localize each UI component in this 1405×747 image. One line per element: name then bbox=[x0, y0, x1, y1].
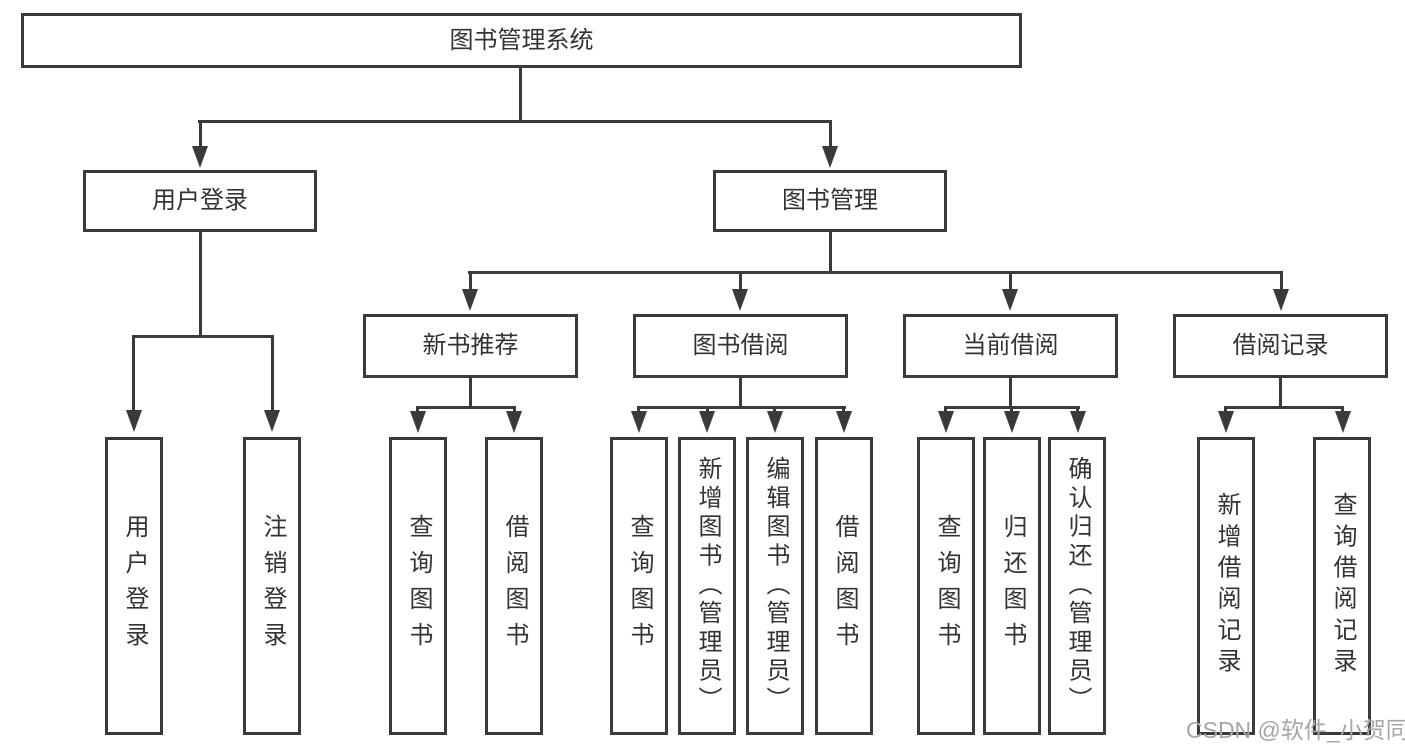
connector-stem bbox=[1010, 406, 1013, 414]
node-user-login: 用户登录 bbox=[83, 170, 317, 232]
leaf-logout: 注销登录 bbox=[243, 437, 301, 735]
node-book-management: 图书管理 bbox=[713, 170, 947, 232]
connector-stem bbox=[842, 406, 845, 414]
node-new-book-recommend-label: 新书推荐 bbox=[422, 332, 519, 359]
leaf-bb-borrow-books-label: 借阅图书 bbox=[831, 514, 858, 658]
node-root-label: 图书管理系统 bbox=[449, 26, 594, 54]
arrow-down-icon bbox=[699, 411, 715, 433]
connector-stem bbox=[944, 406, 947, 414]
node-borrow-records: 借阅记录 bbox=[1173, 314, 1388, 378]
leaf-bb-query-books: 查询图书 bbox=[610, 437, 668, 735]
leaf-user-login: 用户登录 bbox=[105, 437, 163, 735]
connector-stem bbox=[773, 406, 776, 414]
connector-bb-drop bbox=[739, 378, 742, 408]
leaf-cb-confirm-return-admin-label: 确认归还（管理员） bbox=[1064, 456, 1091, 716]
leaf-cb-confirm-return-admin: 确认归还（管理员） bbox=[1048, 437, 1106, 735]
leaf-nb-borrow-books-label: 借阅图书 bbox=[501, 514, 528, 658]
leaf-bb-edit-books-admin: 编辑图书（管理员） bbox=[746, 437, 804, 735]
connector-level2-bar bbox=[198, 120, 832, 123]
arrow-down-icon bbox=[410, 411, 426, 433]
arrow-down-icon bbox=[1335, 411, 1351, 433]
arrow-down-icon bbox=[767, 411, 783, 433]
connector-level3-bar bbox=[468, 271, 1283, 274]
connector-root-drop bbox=[519, 68, 522, 122]
connector-user-login-bar bbox=[132, 335, 274, 338]
arrow-down-icon bbox=[1218, 411, 1234, 433]
leaf-bb-borrow-books: 借阅图书 bbox=[815, 437, 873, 735]
node-current-borrow-label: 当前借阅 bbox=[962, 332, 1059, 359]
leaf-user-login-label: 用户登录 bbox=[121, 514, 148, 658]
connector-br-bar bbox=[1224, 406, 1344, 409]
arrow-down-icon bbox=[836, 411, 852, 433]
arrow-down-icon bbox=[1004, 411, 1020, 433]
connector-nb-bar bbox=[416, 406, 516, 409]
connector-stem bbox=[829, 120, 832, 148]
node-user-login-label: 用户登录 bbox=[152, 187, 248, 214]
leaf-cb-return-books-label: 归还图书 bbox=[999, 514, 1026, 658]
arrow-down-icon bbox=[732, 289, 748, 311]
arrow-down-icon bbox=[1273, 289, 1289, 311]
leaf-cb-return-books: 归还图书 bbox=[983, 437, 1041, 735]
node-book-borrow-label: 图书借阅 bbox=[692, 332, 789, 359]
connector-stem bbox=[706, 406, 709, 414]
watermark: CSDN @软件_小贺同学 bbox=[1186, 717, 1405, 743]
connector-stem bbox=[199, 120, 202, 148]
arrow-down-icon bbox=[938, 411, 954, 433]
node-book-management-label: 图书管理 bbox=[782, 187, 878, 214]
connector-user-login-drop bbox=[199, 232, 202, 338]
connector-stem bbox=[1341, 406, 1344, 414]
connector-stem bbox=[513, 406, 516, 414]
leaf-br-add-record-label: 新增借阅记录 bbox=[1213, 492, 1240, 680]
connector-bb-bar bbox=[637, 406, 846, 409]
node-borrow-records-label: 借阅记录 bbox=[1232, 332, 1329, 359]
connector-stem bbox=[416, 406, 419, 414]
leaf-bb-add-books-admin-label: 新增图书（管理员） bbox=[694, 456, 721, 716]
leaf-nb-query-books-label: 查询图书 bbox=[405, 514, 432, 658]
leaf-nb-query-books: 查询图书 bbox=[389, 437, 447, 735]
arrow-down-icon bbox=[822, 146, 838, 168]
leaf-br-add-record: 新增借阅记录 bbox=[1197, 437, 1255, 735]
leaf-bb-edit-books-admin-label: 编辑图书（管理员） bbox=[762, 456, 789, 716]
connector-stem bbox=[469, 271, 472, 291]
leaf-cb-query-books-label: 查询图书 bbox=[933, 514, 960, 658]
arrow-down-icon bbox=[631, 411, 647, 433]
connector-nb-drop bbox=[469, 378, 472, 408]
connector-stem bbox=[1076, 406, 1079, 414]
arrow-down-icon bbox=[264, 410, 280, 432]
arrow-down-icon bbox=[462, 289, 478, 311]
connector-stem bbox=[1280, 271, 1283, 291]
arrow-down-icon bbox=[192, 146, 208, 168]
leaf-logout-label: 注销登录 bbox=[259, 514, 286, 658]
arrow-down-icon bbox=[506, 411, 522, 433]
leaf-bb-add-books-admin: 新增图书（管理员） bbox=[678, 437, 736, 735]
node-new-book-recommend: 新书推荐 bbox=[363, 314, 578, 378]
node-current-borrow: 当前借阅 bbox=[903, 314, 1118, 378]
leaf-cb-query-books: 查询图书 bbox=[917, 437, 975, 735]
leaf-bb-query-books-label: 查询图书 bbox=[626, 514, 653, 658]
connector-stem bbox=[637, 406, 640, 414]
connector-stem bbox=[1224, 406, 1227, 414]
connector-cb-drop bbox=[1009, 378, 1012, 408]
leaf-br-query-record: 查询借阅记录 bbox=[1313, 437, 1371, 735]
connector-book-mgmt-drop bbox=[829, 232, 832, 273]
connector-stem bbox=[739, 271, 742, 291]
connector-br-drop bbox=[1279, 378, 1282, 408]
connector-stem bbox=[132, 335, 135, 411]
node-book-borrow: 图书借阅 bbox=[633, 314, 848, 378]
connector-stem bbox=[271, 335, 274, 411]
leaf-br-query-record-label: 查询借阅记录 bbox=[1329, 492, 1356, 680]
node-root: 图书管理系统 bbox=[21, 13, 1022, 68]
leaf-nb-borrow-books: 借阅图书 bbox=[485, 437, 543, 735]
arrow-down-icon bbox=[126, 410, 142, 432]
arrow-down-icon bbox=[1002, 289, 1018, 311]
arrow-down-icon bbox=[1070, 411, 1086, 433]
connector-stem bbox=[1009, 271, 1012, 291]
